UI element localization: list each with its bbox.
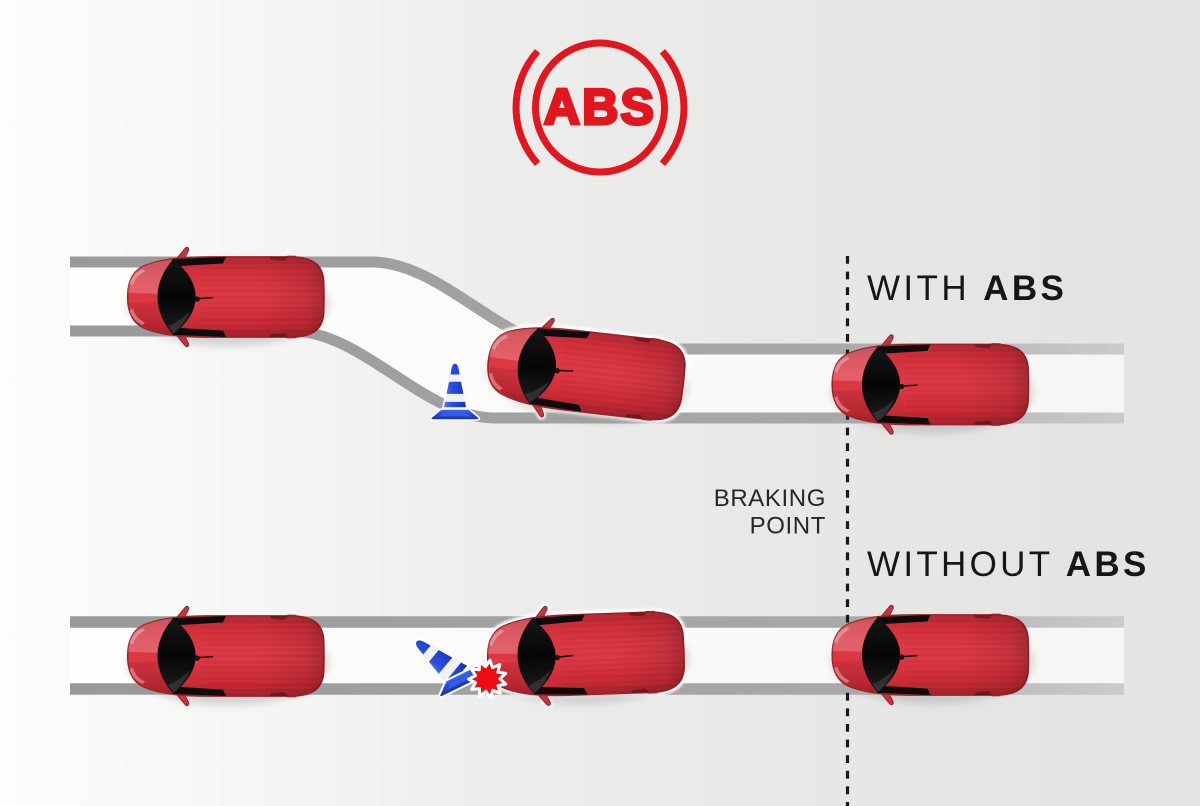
svg-text:WITHOUT ABS: WITHOUT ABS [867, 545, 1150, 584]
svg-text:ABS: ABS [544, 79, 656, 135]
svg-text:WITH ABS: WITH ABS [867, 269, 1067, 308]
svg-text:BRAKING: BRAKING [714, 485, 826, 512]
svg-text:POINT: POINT [750, 513, 826, 540]
